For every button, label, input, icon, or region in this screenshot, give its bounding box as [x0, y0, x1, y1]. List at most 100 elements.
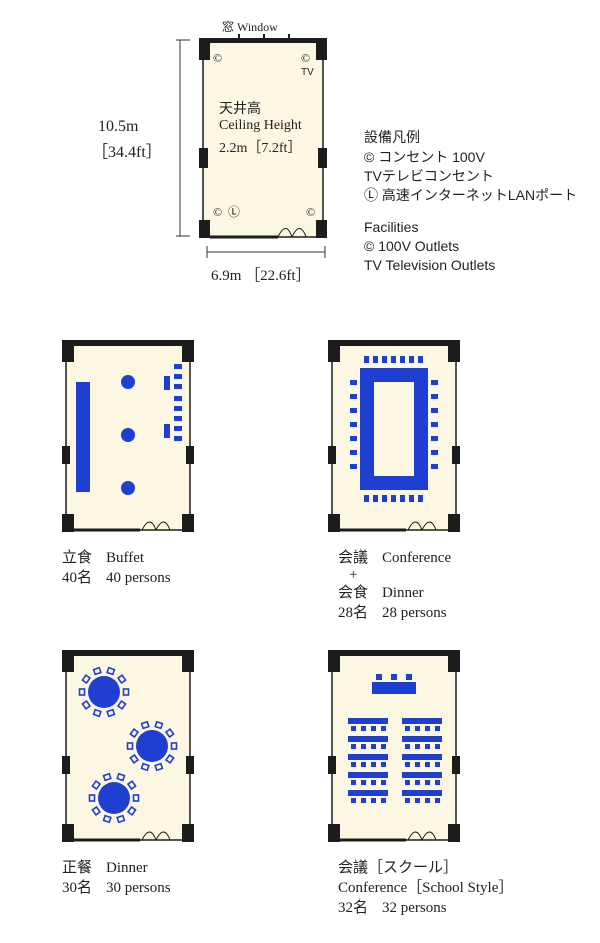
side-table — [164, 424, 170, 438]
window-wall — [203, 38, 323, 43]
chair — [361, 762, 366, 767]
chair — [91, 805, 102, 816]
round-table — [78, 666, 130, 718]
dinner-style-label-jp: 正餐 — [62, 860, 93, 876]
chair — [361, 780, 366, 785]
dinner-style-capacity-jp: 30名 — [62, 880, 93, 896]
legend-tv-jp: TVテレビコンセント — [364, 168, 494, 184]
pillar — [328, 446, 336, 464]
pillar — [328, 514, 340, 532]
pillar — [186, 446, 194, 464]
chair — [381, 762, 386, 767]
dinner-label-en: Dinner — [382, 585, 424, 601]
chair — [381, 798, 386, 803]
chair — [129, 753, 140, 764]
pillar — [452, 446, 460, 464]
cocktail-table — [121, 481, 135, 495]
chair — [88, 794, 96, 802]
chair — [154, 762, 164, 772]
chair — [106, 708, 116, 718]
width-dimension-label: 6.9m ［22.6ft］ — [211, 268, 311, 284]
pillar — [182, 514, 194, 532]
chair — [102, 814, 112, 824]
window-wall — [66, 340, 190, 346]
pillar — [62, 756, 70, 774]
pillar — [199, 148, 208, 168]
chair — [381, 780, 386, 785]
buffet-table — [76, 382, 90, 492]
pillar — [199, 220, 210, 238]
legend-title-jp: 設備凡例 — [364, 129, 420, 145]
chair — [351, 762, 356, 767]
window-wall — [332, 650, 456, 656]
desk — [348, 718, 388, 724]
buffet-capacity-jp: 40名 — [62, 570, 93, 586]
room-floor — [202, 40, 324, 238]
chair — [106, 666, 116, 676]
chair — [164, 753, 175, 764]
legend-tv-en: TV Television Outlets — [364, 257, 496, 273]
chair — [351, 726, 356, 731]
chair — [371, 762, 376, 767]
dinner-label-jp: 会食 — [338, 585, 369, 601]
chair — [164, 728, 175, 739]
chair — [425, 798, 430, 803]
chair — [435, 780, 440, 785]
desk — [402, 754, 442, 760]
chair — [351, 798, 356, 803]
hollow-square-table — [360, 368, 428, 490]
chair — [425, 780, 430, 785]
pillar — [182, 650, 194, 672]
chair — [405, 798, 410, 803]
legend-title-en: Facilities — [364, 219, 419, 235]
chair — [122, 688, 130, 696]
chair — [92, 666, 102, 676]
chair — [92, 708, 102, 718]
school-layout-plan — [328, 650, 460, 842]
chair — [170, 742, 178, 750]
entrance-door — [74, 831, 171, 842]
chair — [361, 744, 366, 749]
chair — [140, 762, 150, 772]
chair — [371, 726, 376, 731]
pillar — [328, 824, 340, 842]
pillar — [448, 824, 460, 842]
outlet-icon: © — [213, 51, 222, 65]
chair — [351, 744, 356, 749]
desk — [402, 772, 442, 778]
desk — [348, 772, 388, 778]
chair — [415, 744, 420, 749]
pillar — [448, 650, 460, 672]
chair — [126, 805, 137, 816]
chair — [425, 744, 430, 749]
chair — [435, 726, 440, 731]
chair — [154, 720, 164, 730]
pillar — [318, 148, 327, 168]
chair — [132, 794, 140, 802]
chair-group — [350, 356, 438, 502]
entrance-door — [74, 521, 171, 532]
head-table — [372, 682, 416, 694]
dinner-layout-plan — [62, 650, 194, 842]
entrance-door — [340, 521, 437, 532]
pillar — [328, 650, 340, 672]
chair — [81, 674, 92, 685]
chair — [351, 780, 356, 785]
pillar — [448, 514, 460, 532]
pillar — [328, 340, 340, 362]
ceiling-height-jp: 天井高 — [219, 102, 261, 117]
pillar — [62, 650, 74, 672]
buffet-label-jp: 立食 — [62, 550, 93, 566]
plus-sign: + — [349, 567, 358, 583]
conference-dinner-layout-plan — [328, 340, 460, 532]
width-dimension — [206, 246, 326, 258]
chair — [435, 744, 440, 749]
school-capacity-jp: 32名 — [338, 900, 369, 916]
lan-port-icon: Ⓛ — [228, 205, 240, 219]
chair — [129, 728, 140, 739]
cocktail-table — [121, 428, 135, 442]
pillar — [62, 446, 70, 464]
chair — [361, 726, 366, 731]
